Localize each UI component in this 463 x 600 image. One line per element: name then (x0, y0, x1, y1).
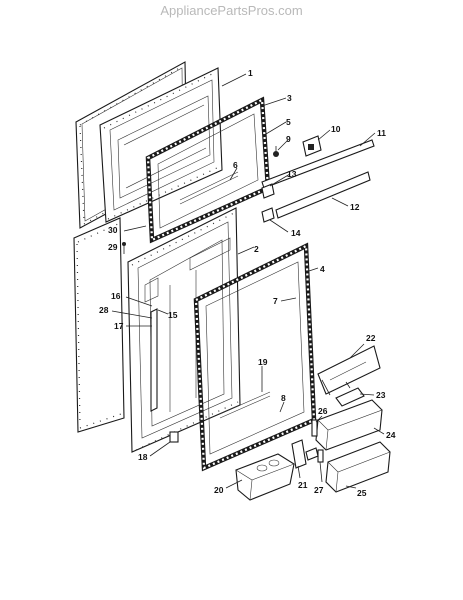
label-part-27: 27 (314, 485, 324, 495)
label-part-30: 30 (108, 225, 118, 235)
label-part-2: 2 (254, 244, 259, 254)
label-part-3: 3 (287, 93, 292, 103)
watermark: AppliancePartsPros.com (160, 3, 303, 18)
label-part-13: 13 (287, 169, 297, 179)
part-26-clip (311, 419, 318, 437)
label-part-17: 17 (114, 321, 124, 331)
label-part-22: 22 (366, 333, 376, 343)
door-rail-16 (150, 308, 158, 412)
part-22-dairy-door (317, 345, 381, 396)
label-part-20: 20 (214, 485, 224, 495)
leader-lines (111, 73, 385, 489)
label-part-25: 25 (357, 488, 367, 498)
label-part-29: 29 (108, 242, 118, 252)
part-10-bracket (302, 135, 322, 157)
label-part-23: 23 (376, 390, 386, 400)
screw-9 (273, 146, 279, 157)
label-part-10: 10 (331, 124, 341, 134)
part-14-cap (261, 207, 275, 223)
label-part-9: 9 (286, 134, 291, 144)
fresh-food-door-liner (127, 207, 241, 453)
part-24-shelf-bin (315, 399, 383, 451)
label-part-1: 1 (248, 68, 253, 78)
part-20-butter-bin (235, 453, 295, 501)
screw-29 (122, 242, 126, 254)
part-23-tray (335, 387, 365, 407)
label-part-21: 21 (298, 480, 308, 490)
part-25-shelf-bin (325, 441, 391, 493)
freezer-shelf-strip (179, 171, 239, 205)
label-part-5: 5 (286, 117, 291, 127)
fresh-food-door-outer-panel (73, 217, 125, 433)
part-13-cap (261, 183, 275, 199)
label-part-18: 18 (138, 452, 148, 462)
label-part-28: 28 (99, 305, 109, 315)
fresh-food-shelf-strip (219, 391, 271, 419)
part-18-block (169, 431, 179, 443)
label-part-19: 19 (258, 357, 268, 367)
part-21-bracket (291, 439, 319, 469)
part-number-labels: 1 2 3 4 5 6 7 8 9 10 11 12 13 14 15 16 1… (99, 68, 396, 498)
label-part-8: 8 (281, 393, 286, 403)
freezer-door-liner (99, 67, 223, 223)
label-part-7: 7 (273, 296, 278, 306)
label-part-26: 26 (318, 406, 328, 416)
part-11-strip (261, 139, 375, 189)
label-part-24: 24 (386, 430, 396, 440)
label-part-14: 14 (291, 228, 301, 238)
label-part-4: 4 (320, 264, 325, 274)
label-part-11: 11 (377, 128, 386, 138)
part-27-clip (317, 449, 324, 463)
label-part-15: 15 (168, 310, 178, 320)
label-part-6: 6 (233, 160, 238, 170)
part-12-strip (275, 171, 371, 219)
label-part-16: 16 (111, 291, 121, 301)
label-part-12: 12 (350, 202, 360, 212)
